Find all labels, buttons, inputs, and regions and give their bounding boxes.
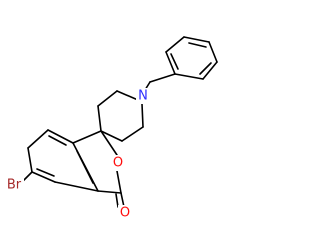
label-background (4, 177, 24, 193)
bond (165, 51, 176, 75)
double-bond-inner (199, 62, 212, 75)
carbonyl-oxygen-atom-label: O (120, 206, 130, 221)
bond (27, 129, 49, 149)
double-bond-inner (48, 135, 67, 146)
bond (100, 130, 123, 142)
bond (116, 90, 139, 101)
ring-oxygen-atom-label: O (113, 156, 123, 171)
bond (202, 61, 218, 80)
bond (174, 73, 204, 80)
bond (54, 181, 99, 192)
nitrogen-atom-label: N (138, 89, 148, 104)
bond (116, 170, 122, 194)
double-bond-inner (115, 193, 119, 208)
lactone-ring (72, 130, 125, 208)
bond (27, 147, 33, 173)
bond (183, 36, 210, 43)
bond (97, 190, 122, 194)
bond (47, 129, 74, 144)
bond (31, 171, 56, 183)
label-background (111, 155, 125, 171)
double-bond-inner (36, 168, 55, 177)
bond (165, 36, 185, 53)
label-background (118, 205, 132, 221)
bond (121, 126, 144, 142)
double-bond-inner (170, 53, 179, 70)
fused-benzene-ring (27, 129, 99, 192)
bond (97, 105, 102, 132)
bond (149, 73, 176, 83)
bond (97, 90, 118, 107)
structure-diagram: N O O Br (4, 36, 218, 221)
double-bond-inner (76, 150, 94, 184)
bromine-atom-label: Br (7, 178, 22, 193)
bond (72, 130, 102, 144)
double-bond-inner (188, 42, 207, 48)
bond (208, 41, 218, 63)
piperidine-ring (97, 90, 144, 142)
bond (100, 130, 118, 156)
molecule-canvas: N O O Br (4, 36, 218, 221)
bond (120, 192, 125, 208)
bond (141, 103, 144, 128)
phenyl-ring (165, 36, 218, 80)
benzyl-linker (144, 73, 176, 91)
label-background (136, 88, 150, 104)
